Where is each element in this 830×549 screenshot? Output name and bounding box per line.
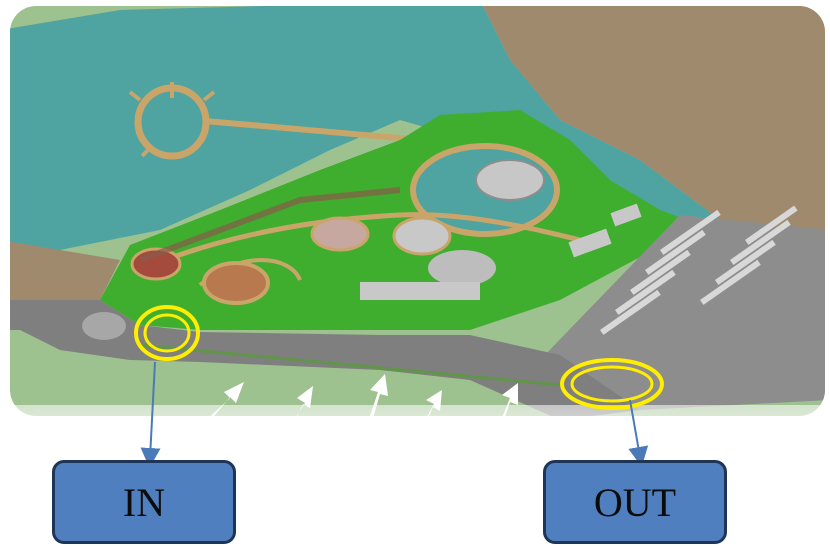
water-body — [10, 6, 825, 330]
pier-walkway — [204, 118, 415, 143]
main-path — [139, 212, 601, 273]
plaza-brown — [202, 261, 270, 305]
access-road — [10, 300, 640, 416]
flow-arrows — [185, 374, 518, 492]
in-label-box: IN — [52, 460, 236, 544]
out-highlight-ring — [560, 358, 664, 410]
in-highlight-ring — [134, 305, 200, 361]
in-connector-arrow — [140, 361, 161, 468]
plaza-large — [428, 250, 496, 286]
lake-pavilion — [475, 159, 545, 201]
roundabout — [82, 312, 126, 340]
out-label-box: OUT — [543, 460, 727, 544]
entrance-plaza — [360, 282, 480, 300]
in-label: IN — [122, 479, 166, 525]
plaza-pink — [310, 216, 370, 252]
parking-stalls — [599, 205, 798, 335]
sand-area-left — [10, 240, 120, 300]
out-label: OUT — [593, 479, 677, 525]
out-connector-arrow — [628, 399, 649, 467]
plaza-grey — [392, 216, 452, 256]
